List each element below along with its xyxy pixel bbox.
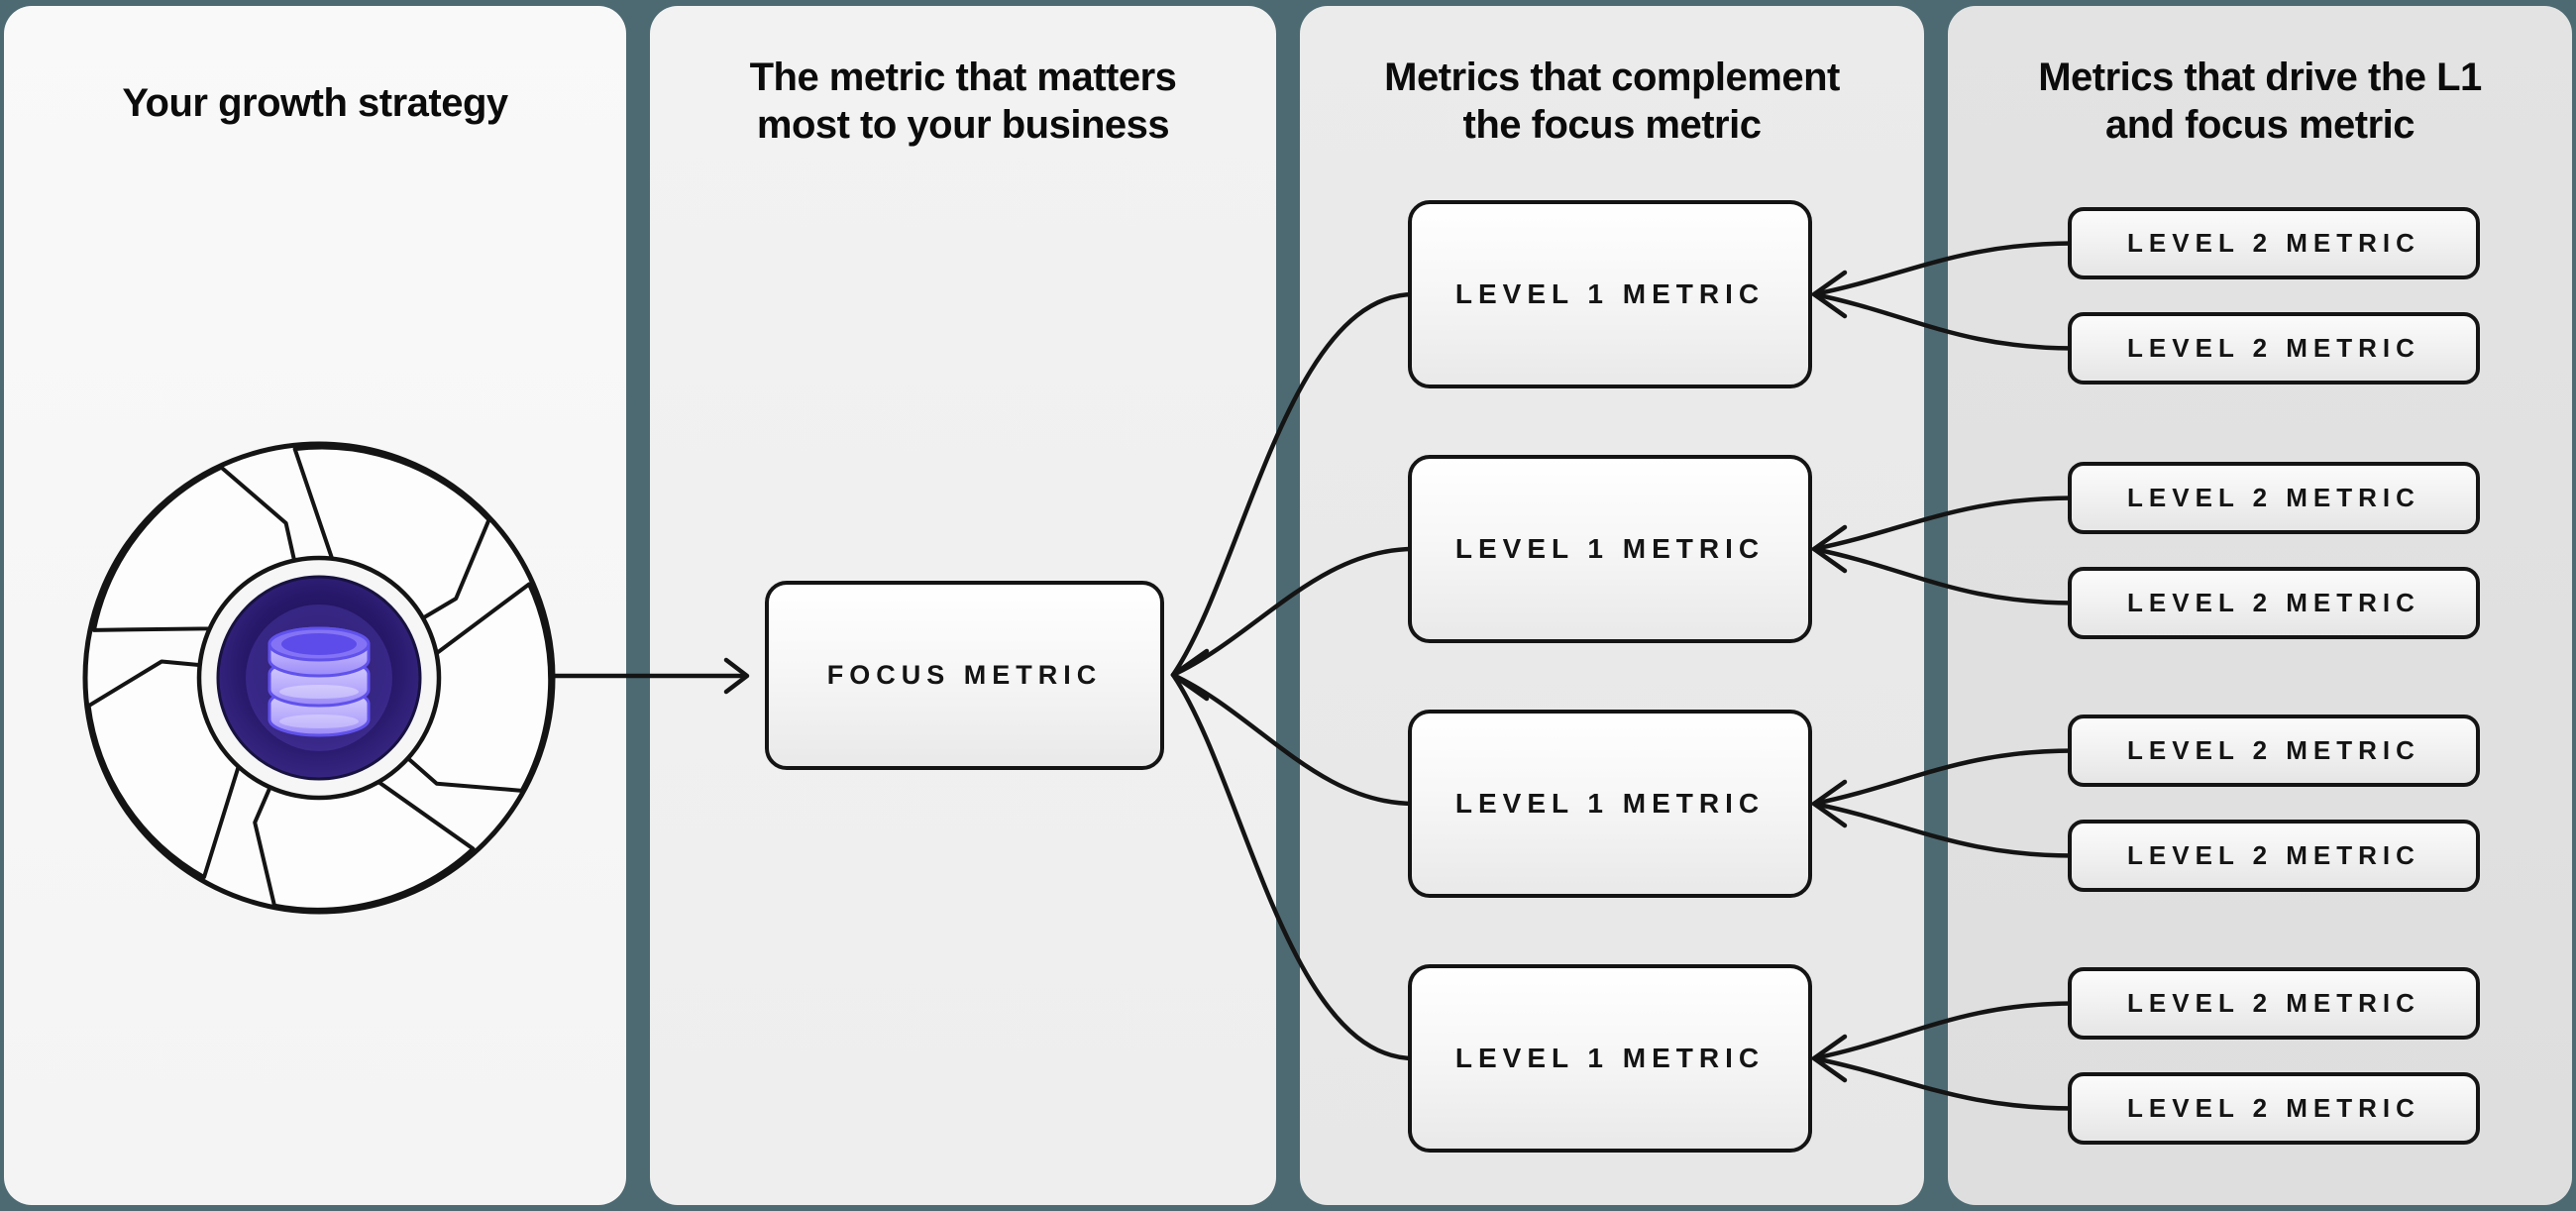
title-line: Metrics that complement <box>1384 55 1840 99</box>
level1-metric-box-2: LEVEL 1 METRIC <box>1408 455 1812 643</box>
title-line: Your growth strategy <box>122 81 508 125</box>
level2-metric-label: LEVEL 2 METRIC <box>2127 840 2420 870</box>
level2-metric-label: LEVEL 2 METRIC <box>2127 228 2420 258</box>
level1-metric-label: LEVEL 1 METRIC <box>1454 533 1766 564</box>
level2-metric-box-5: LEVEL 2 METRIC <box>2068 715 2480 787</box>
level2-metric-box-7: LEVEL 2 METRIC <box>2068 967 2480 1040</box>
level2-metric-box-2: LEVEL 2 METRIC <box>2068 312 2480 385</box>
level2-metric-box-6: LEVEL 2 METRIC <box>2068 820 2480 892</box>
level2-metric-label: LEVEL 2 METRIC <box>2127 1093 2420 1123</box>
level2-metric-label: LEVEL 2 METRIC <box>2127 333 2420 363</box>
title-line: most to your business <box>756 103 1170 147</box>
title-line: The metric that matters <box>749 55 1177 99</box>
growth-flywheel-icon <box>69 428 569 928</box>
database-icon <box>246 605 392 751</box>
level2-metric-box-8: LEVEL 2 METRIC <box>2068 1072 2480 1145</box>
level2-metric-box-1: LEVEL 2 METRIC <box>2068 207 2480 279</box>
level2-metric-label: LEVEL 2 METRIC <box>2127 483 2420 512</box>
level1-metric-label: LEVEL 1 METRIC <box>1454 278 1766 309</box>
level2-metric-box-4: LEVEL 2 METRIC <box>2068 567 2480 639</box>
level1-metric-label: LEVEL 1 METRIC <box>1454 788 1766 819</box>
level1-metric-box-3: LEVEL 1 METRIC <box>1408 710 1812 898</box>
title-line: Metrics that drive the L1 <box>2038 55 2482 99</box>
level1-metric-box-1: LEVEL 1 METRIC <box>1408 200 1812 388</box>
level2-metric-label: LEVEL 2 METRIC <box>2127 588 2420 617</box>
panel-level1-title: Metrics that complement the focus metric <box>1300 54 1924 149</box>
title-line: and focus metric <box>2104 103 2415 147</box>
focus-metric-label: FOCUS METRIC <box>826 660 1103 690</box>
focus-metric-box: FOCUS METRIC <box>765 581 1164 770</box>
level2-metric-label: LEVEL 2 METRIC <box>2127 988 2420 1018</box>
level2-metric-label: LEVEL 2 METRIC <box>2127 735 2420 765</box>
panel-growth-strategy-title: Your growth strategy <box>4 79 626 127</box>
title-line: the focus metric <box>1462 103 1762 147</box>
panel-level2-title: Metrics that drive the L1 and focus metr… <box>1948 54 2572 149</box>
panel-focus-metric-title: The metric that matters most to your bus… <box>650 54 1276 149</box>
level1-metric-label: LEVEL 1 METRIC <box>1454 1043 1766 1073</box>
level1-metric-box-4: LEVEL 1 METRIC <box>1408 964 1812 1153</box>
level2-metric-box-3: LEVEL 2 METRIC <box>2068 462 2480 534</box>
